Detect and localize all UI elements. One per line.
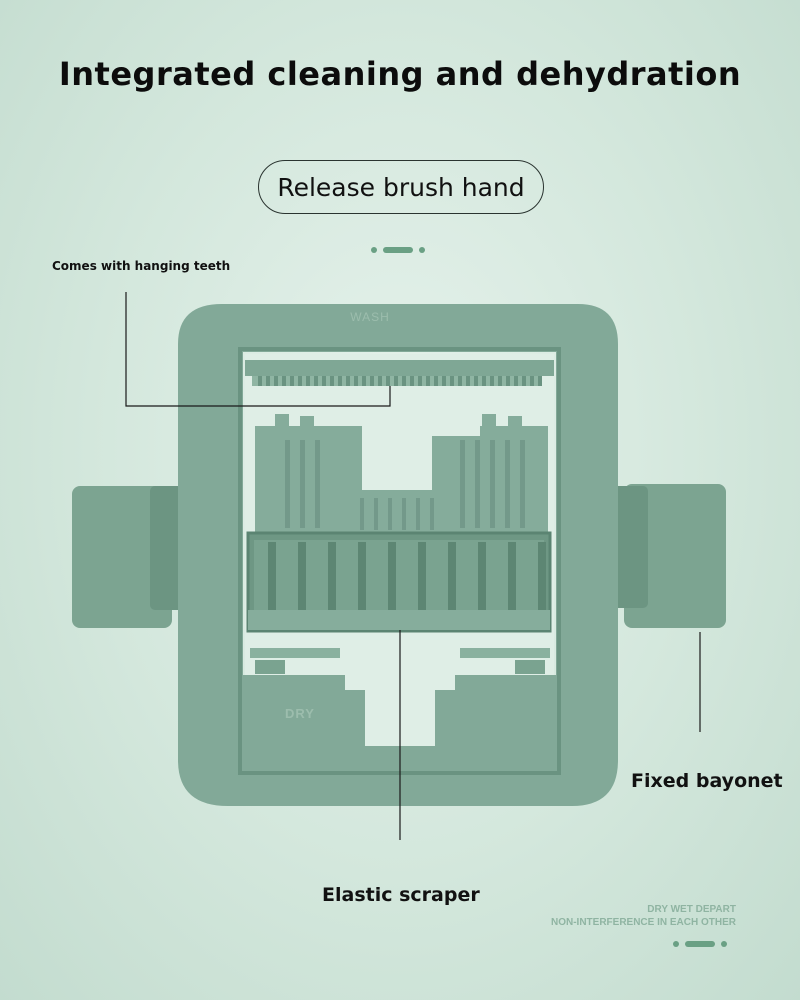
plate-ribs xyxy=(285,440,525,530)
tooth xyxy=(322,376,326,386)
plate-rib xyxy=(374,498,378,530)
dot xyxy=(419,247,425,253)
tooth xyxy=(498,376,502,386)
scraper-rib xyxy=(388,542,396,610)
callout-lines xyxy=(125,292,701,840)
page-title: Integrated cleaning and dehydration xyxy=(58,55,742,93)
scraper-rib xyxy=(298,542,306,610)
tooth xyxy=(474,376,478,386)
tooth xyxy=(530,376,534,386)
dot-bar xyxy=(383,247,413,253)
tooth xyxy=(458,376,462,386)
tooth xyxy=(450,376,454,386)
dot-bar xyxy=(685,941,715,947)
scraper-rib xyxy=(268,542,276,610)
tooth xyxy=(482,376,486,386)
tagline-line-2: NON-INTERFERENCE IN EACH OTHER xyxy=(550,917,736,928)
dot xyxy=(673,941,679,947)
tagline-line-1: DRY WET DEPART xyxy=(647,904,736,915)
tooth xyxy=(442,376,446,386)
tooth xyxy=(290,376,294,386)
tooth xyxy=(354,376,358,386)
elastic-scraper xyxy=(246,531,552,633)
teeth-comb xyxy=(258,376,542,386)
tooth xyxy=(538,376,542,386)
plate-rib xyxy=(360,498,364,530)
tooth xyxy=(418,376,422,386)
scraper-ribs xyxy=(268,542,546,610)
feature-pill-label: Release brush hand xyxy=(277,172,525,202)
plate-rib xyxy=(388,498,392,530)
scraper-rib xyxy=(418,542,426,610)
bottom-plate xyxy=(243,675,556,770)
lower-ledges xyxy=(250,648,550,674)
tagline: DRY WET DEPART NON-INTERFERENCE IN EACH … xyxy=(551,903,736,929)
dot xyxy=(721,941,727,947)
plate-rib xyxy=(460,440,465,528)
tooth xyxy=(386,376,390,386)
embossed-mark-top: WASH xyxy=(350,310,390,324)
plate-rib xyxy=(520,440,525,528)
tooth xyxy=(466,376,470,386)
scraper-rib xyxy=(478,542,486,610)
tooth xyxy=(394,376,398,386)
tooth xyxy=(362,376,366,386)
scraper-rib xyxy=(448,542,456,610)
dot xyxy=(371,247,377,253)
scraper-rib xyxy=(538,542,546,610)
scraper-rib xyxy=(358,542,366,610)
tooth xyxy=(506,376,510,386)
tooth xyxy=(402,376,406,386)
tooth xyxy=(514,376,518,386)
tooth xyxy=(282,376,286,386)
plate-rib xyxy=(300,440,305,528)
tooth xyxy=(330,376,334,386)
plate-rib xyxy=(490,440,495,528)
tooth xyxy=(298,376,302,386)
plate-rib xyxy=(402,498,406,530)
plate-rib xyxy=(285,440,290,528)
plate-rib xyxy=(475,440,480,528)
tooth xyxy=(522,376,526,386)
tooth xyxy=(274,376,278,386)
plate-rib xyxy=(430,498,434,530)
tooth xyxy=(258,376,262,386)
left-bayonet-clip xyxy=(72,486,184,628)
tooth xyxy=(314,376,318,386)
tooth xyxy=(266,376,270,386)
tooth xyxy=(426,376,430,386)
callout-fixed-bayonet: Fixed bayonet xyxy=(631,770,783,792)
right-bayonet-clip xyxy=(612,484,726,628)
divider-dots-top xyxy=(371,247,425,253)
plate-rib xyxy=(416,498,420,530)
upper-comb-plate xyxy=(255,414,548,540)
plate-rib xyxy=(315,440,320,528)
tooth xyxy=(338,376,342,386)
embossed-mark-bottom: DRY xyxy=(285,706,315,721)
tooth xyxy=(378,376,382,386)
plate-rib xyxy=(505,440,510,528)
main-frame xyxy=(178,304,618,806)
tooth xyxy=(370,376,374,386)
feature-pill: Release brush hand xyxy=(258,160,544,214)
callout-hanging-teeth: Comes with hanging teeth xyxy=(52,259,231,273)
divider-dots-bottom xyxy=(673,941,727,947)
tooth xyxy=(434,376,438,386)
tooth xyxy=(346,376,350,386)
callout-elastic-scraper: Elastic scraper xyxy=(322,884,480,906)
tooth xyxy=(490,376,494,386)
tooth xyxy=(410,376,414,386)
scraper-rib xyxy=(508,542,516,610)
tooth xyxy=(306,376,310,386)
scraper-rib xyxy=(328,542,336,610)
